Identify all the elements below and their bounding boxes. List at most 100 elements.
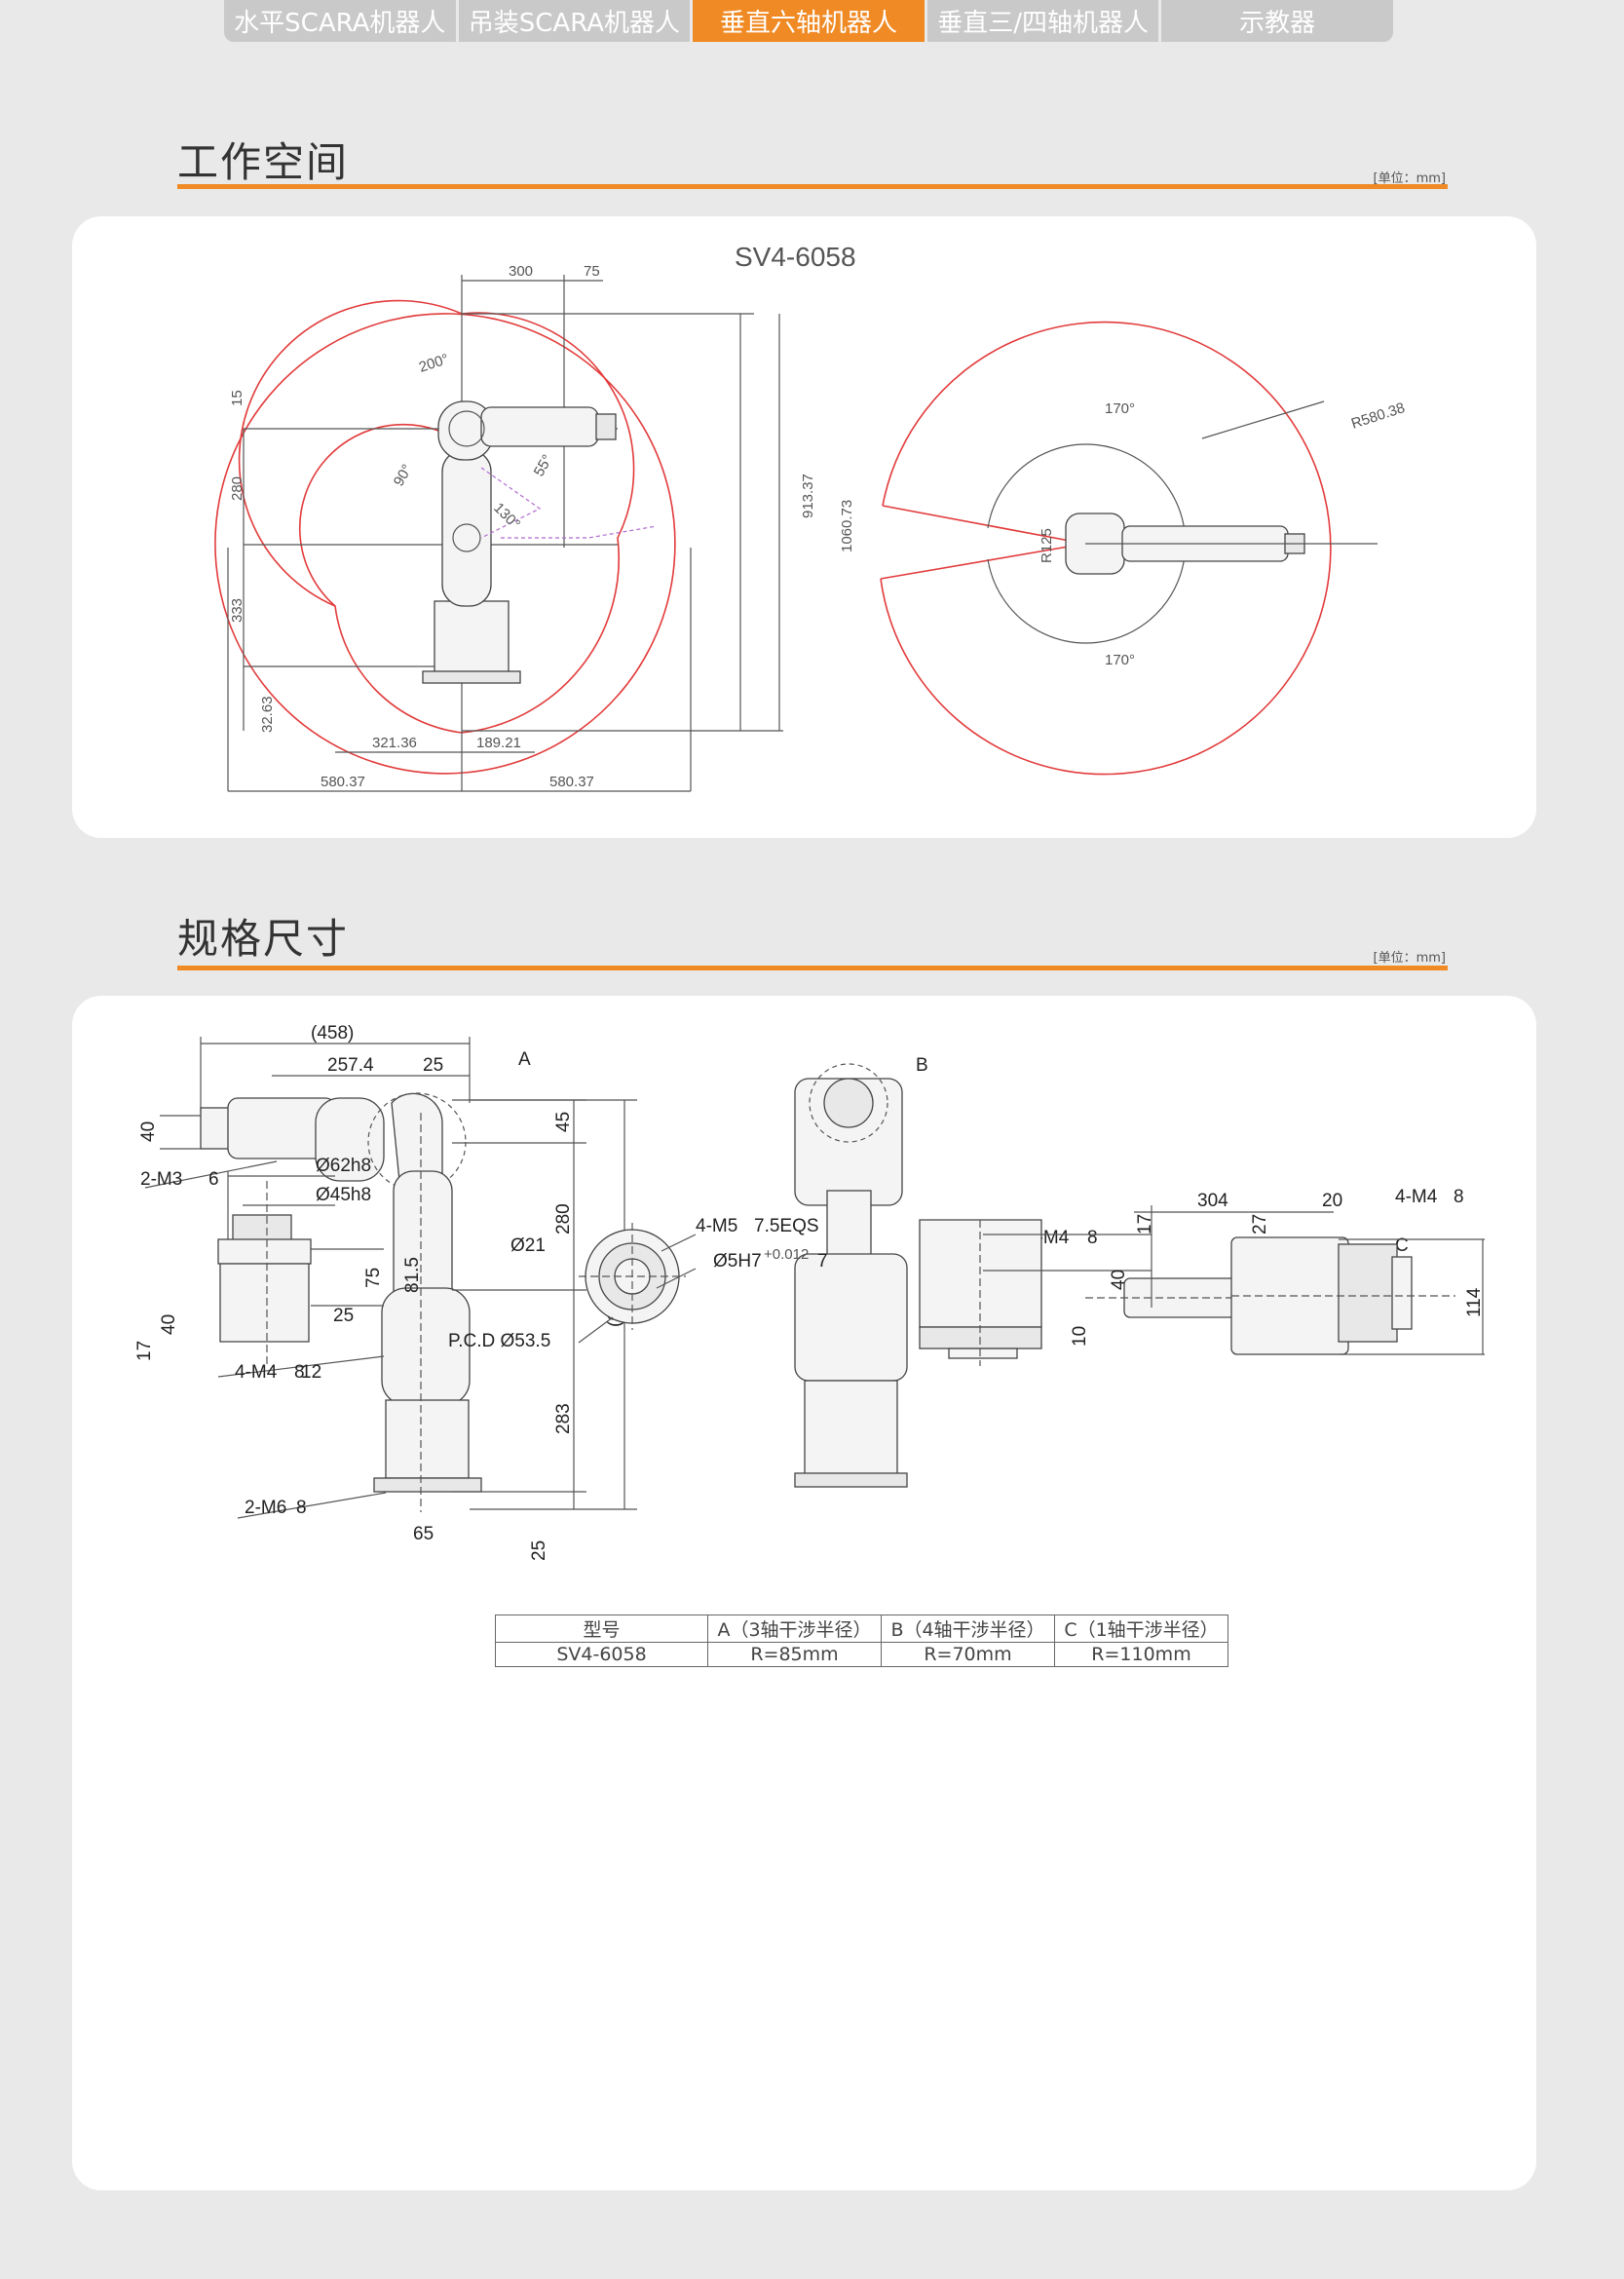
workspace-card: SV4-6058 [72, 216, 1536, 838]
svg-text:8: 8 [296, 1498, 307, 1518]
svg-text:Ø62h8: Ø62h8 [316, 1156, 371, 1176]
svg-text:40: 40 [159, 1314, 179, 1335]
product-tab-bar: 水平SCARA机器人 吊装SCARA机器人 垂直六轴机器人 垂直三/四轴机器人 … [224, 0, 1393, 42]
svg-text:90°: 90° [391, 462, 416, 489]
svg-text:40: 40 [138, 1121, 159, 1142]
header-model: 型号 [495, 1614, 708, 1643]
tab-horizontal-scara[interactable]: 水平SCARA机器人 [224, 0, 459, 42]
svg-text:170°: 170° [1105, 400, 1135, 417]
dimensions-unit: [单位：mm] [1373, 951, 1446, 966]
top-outer-envelope [880, 321, 1332, 776]
svg-text:200°: 200° [417, 351, 451, 376]
flange-side-view: Ø62h8 Ø45h8 75 81.5 40 17 12 [134, 1156, 423, 1383]
svg-text:2-M6: 2-M6 [245, 1498, 286, 1518]
svg-text:45: 45 [553, 1112, 574, 1132]
svg-text:4-M4: 4-M4 [235, 1362, 278, 1383]
svg-text:25: 25 [333, 1306, 354, 1326]
workspace-unit: [单位：mm] [1373, 171, 1446, 186]
workspace-title: 工作空间 [177, 138, 350, 186]
svg-text:32.63: 32.63 [259, 696, 276, 733]
svg-text:Ø45h8: Ø45h8 [316, 1185, 371, 1205]
svg-text:257.4: 257.4 [327, 1055, 374, 1076]
svg-text:189.21: 189.21 [476, 735, 521, 751]
table-header-row: 型号 A（3轴干涉半径） B（4轴干涉半径） C（1轴干涉半径） [495, 1614, 1228, 1643]
svg-text:130°: 130° [490, 500, 523, 533]
svg-text:304: 304 [1197, 1191, 1228, 1211]
svg-text:17: 17 [1135, 1214, 1155, 1234]
svg-text:4-M4: 4-M4 [1395, 1187, 1438, 1207]
header-b: B（4轴干涉半径） [881, 1614, 1055, 1643]
dimensions-title: 规格尺寸 [177, 915, 350, 963]
svg-text:75: 75 [584, 263, 600, 280]
dimensions-card: (458) 257.4 25 A 40 2-M3 6 45 280 (683) … [72, 996, 1536, 2190]
spec-table: 型号 A（3轴干涉半径） B（4轴干涉半径） C（1轴干涉半径） SV4-605… [495, 1614, 1228, 1667]
model-label: SV4-6058 [735, 242, 856, 272]
svg-text:17: 17 [134, 1341, 155, 1361]
svg-text:B: B [916, 1055, 928, 1076]
inner-envelope [238, 299, 635, 734]
workspace-divider [177, 184, 1448, 189]
svg-text:81.5: 81.5 [402, 1257, 423, 1293]
svg-text:170°: 170° [1105, 652, 1135, 668]
svg-text:A: A [518, 1049, 531, 1070]
tab-ceiling-scara[interactable]: 吊装SCARA机器人 [458, 0, 694, 42]
svg-text:300: 300 [509, 263, 533, 280]
svg-text:8: 8 [294, 1362, 305, 1383]
svg-text:1060.73: 1060.73 [839, 500, 855, 552]
table-row: SV4-6058 R=85mm R=70mm R=110mm [495, 1642, 1228, 1667]
wrist-side-view: 17 40 [919, 1205, 1155, 1366]
svg-text:7: 7 [817, 1251, 828, 1272]
header-a: A（3轴干涉半径） [707, 1614, 882, 1643]
svg-text:2-M3: 2-M3 [140, 1169, 182, 1190]
front-view: (458) 257.4 25 A 40 2-M3 6 45 280 (683) … [138, 1023, 637, 1561]
svg-text:6: 6 [208, 1169, 219, 1190]
cell-a: R=85mm [707, 1642, 882, 1667]
svg-text:+0.012: +0.012 [764, 1246, 809, 1263]
svg-text:333: 333 [229, 598, 245, 623]
svg-text:12: 12 [301, 1362, 321, 1383]
svg-text:(458): (458) [311, 1023, 354, 1044]
svg-text:321.36: 321.36 [372, 735, 417, 751]
cell-model: SV4-6058 [495, 1642, 708, 1667]
svg-text:65: 65 [413, 1524, 434, 1544]
svg-text:40: 40 [1109, 1270, 1129, 1290]
cell-c: R=110mm [1054, 1642, 1228, 1667]
svg-text:580.37: 580.37 [549, 774, 594, 790]
svg-text:114: 114 [1464, 1287, 1485, 1317]
svg-text:55°: 55° [531, 452, 556, 479]
svg-text:75: 75 [363, 1268, 384, 1288]
wrist-top-view: 27 114 [1230, 1214, 1485, 1355]
svg-text:913.37: 913.37 [800, 474, 816, 518]
flange-face-view: 4-M5 7.5EQS Ø21 Ø5H7 +0.012 7 P.C.D Ø53.… [448, 1216, 828, 1351]
outer-envelope [214, 313, 676, 775]
dimensions-divider [177, 966, 1448, 970]
dimension-drawings: (458) 257.4 25 A 40 2-M3 6 45 280 (683) … [134, 1023, 1485, 1561]
svg-text:25: 25 [423, 1055, 443, 1076]
svg-text:10: 10 [1070, 1326, 1090, 1347]
svg-text:25: 25 [529, 1540, 549, 1561]
tab-teach-pendant[interactable]: 示教器 [1161, 0, 1393, 42]
svg-text:8: 8 [1087, 1228, 1098, 1248]
cell-b: R=70mm [881, 1642, 1055, 1667]
tab-vertical-six-axis[interactable]: 垂直六轴机器人 [693, 0, 927, 42]
top-view: 170° 170° R580.38 R125 [880, 321, 1407, 776]
svg-text:4-M5: 4-M5 [696, 1216, 737, 1236]
svg-text:C: C [1395, 1235, 1409, 1256]
svg-text:7.5EQS: 7.5EQS [754, 1216, 819, 1236]
header-c: C（1轴干涉半径） [1054, 1614, 1228, 1643]
svg-text:R580.38: R580.38 [1349, 399, 1407, 433]
svg-text:R125: R125 [1039, 528, 1055, 563]
svg-text:20: 20 [1322, 1191, 1342, 1211]
svg-text:Ø5H7: Ø5H7 [713, 1251, 762, 1272]
tab-vertical-three-four-axis[interactable]: 垂直三/四轴机器人 [926, 0, 1162, 42]
svg-text:27: 27 [1250, 1214, 1270, 1234]
svg-text:Ø21: Ø21 [510, 1235, 546, 1256]
side-view: 300 75 15 280 333 32.63 913.37 1060.73 3… [214, 263, 855, 792]
svg-text:280: 280 [229, 476, 245, 501]
svg-text:283: 283 [553, 1403, 574, 1434]
svg-text:280: 280 [553, 1203, 574, 1234]
workspace-drawing: SV4-6058 [214, 242, 1407, 792]
svg-text:P.C.D Ø53.5: P.C.D Ø53.5 [448, 1331, 550, 1351]
svg-text:15: 15 [229, 390, 245, 406]
rear-view: B [794, 1055, 928, 1488]
